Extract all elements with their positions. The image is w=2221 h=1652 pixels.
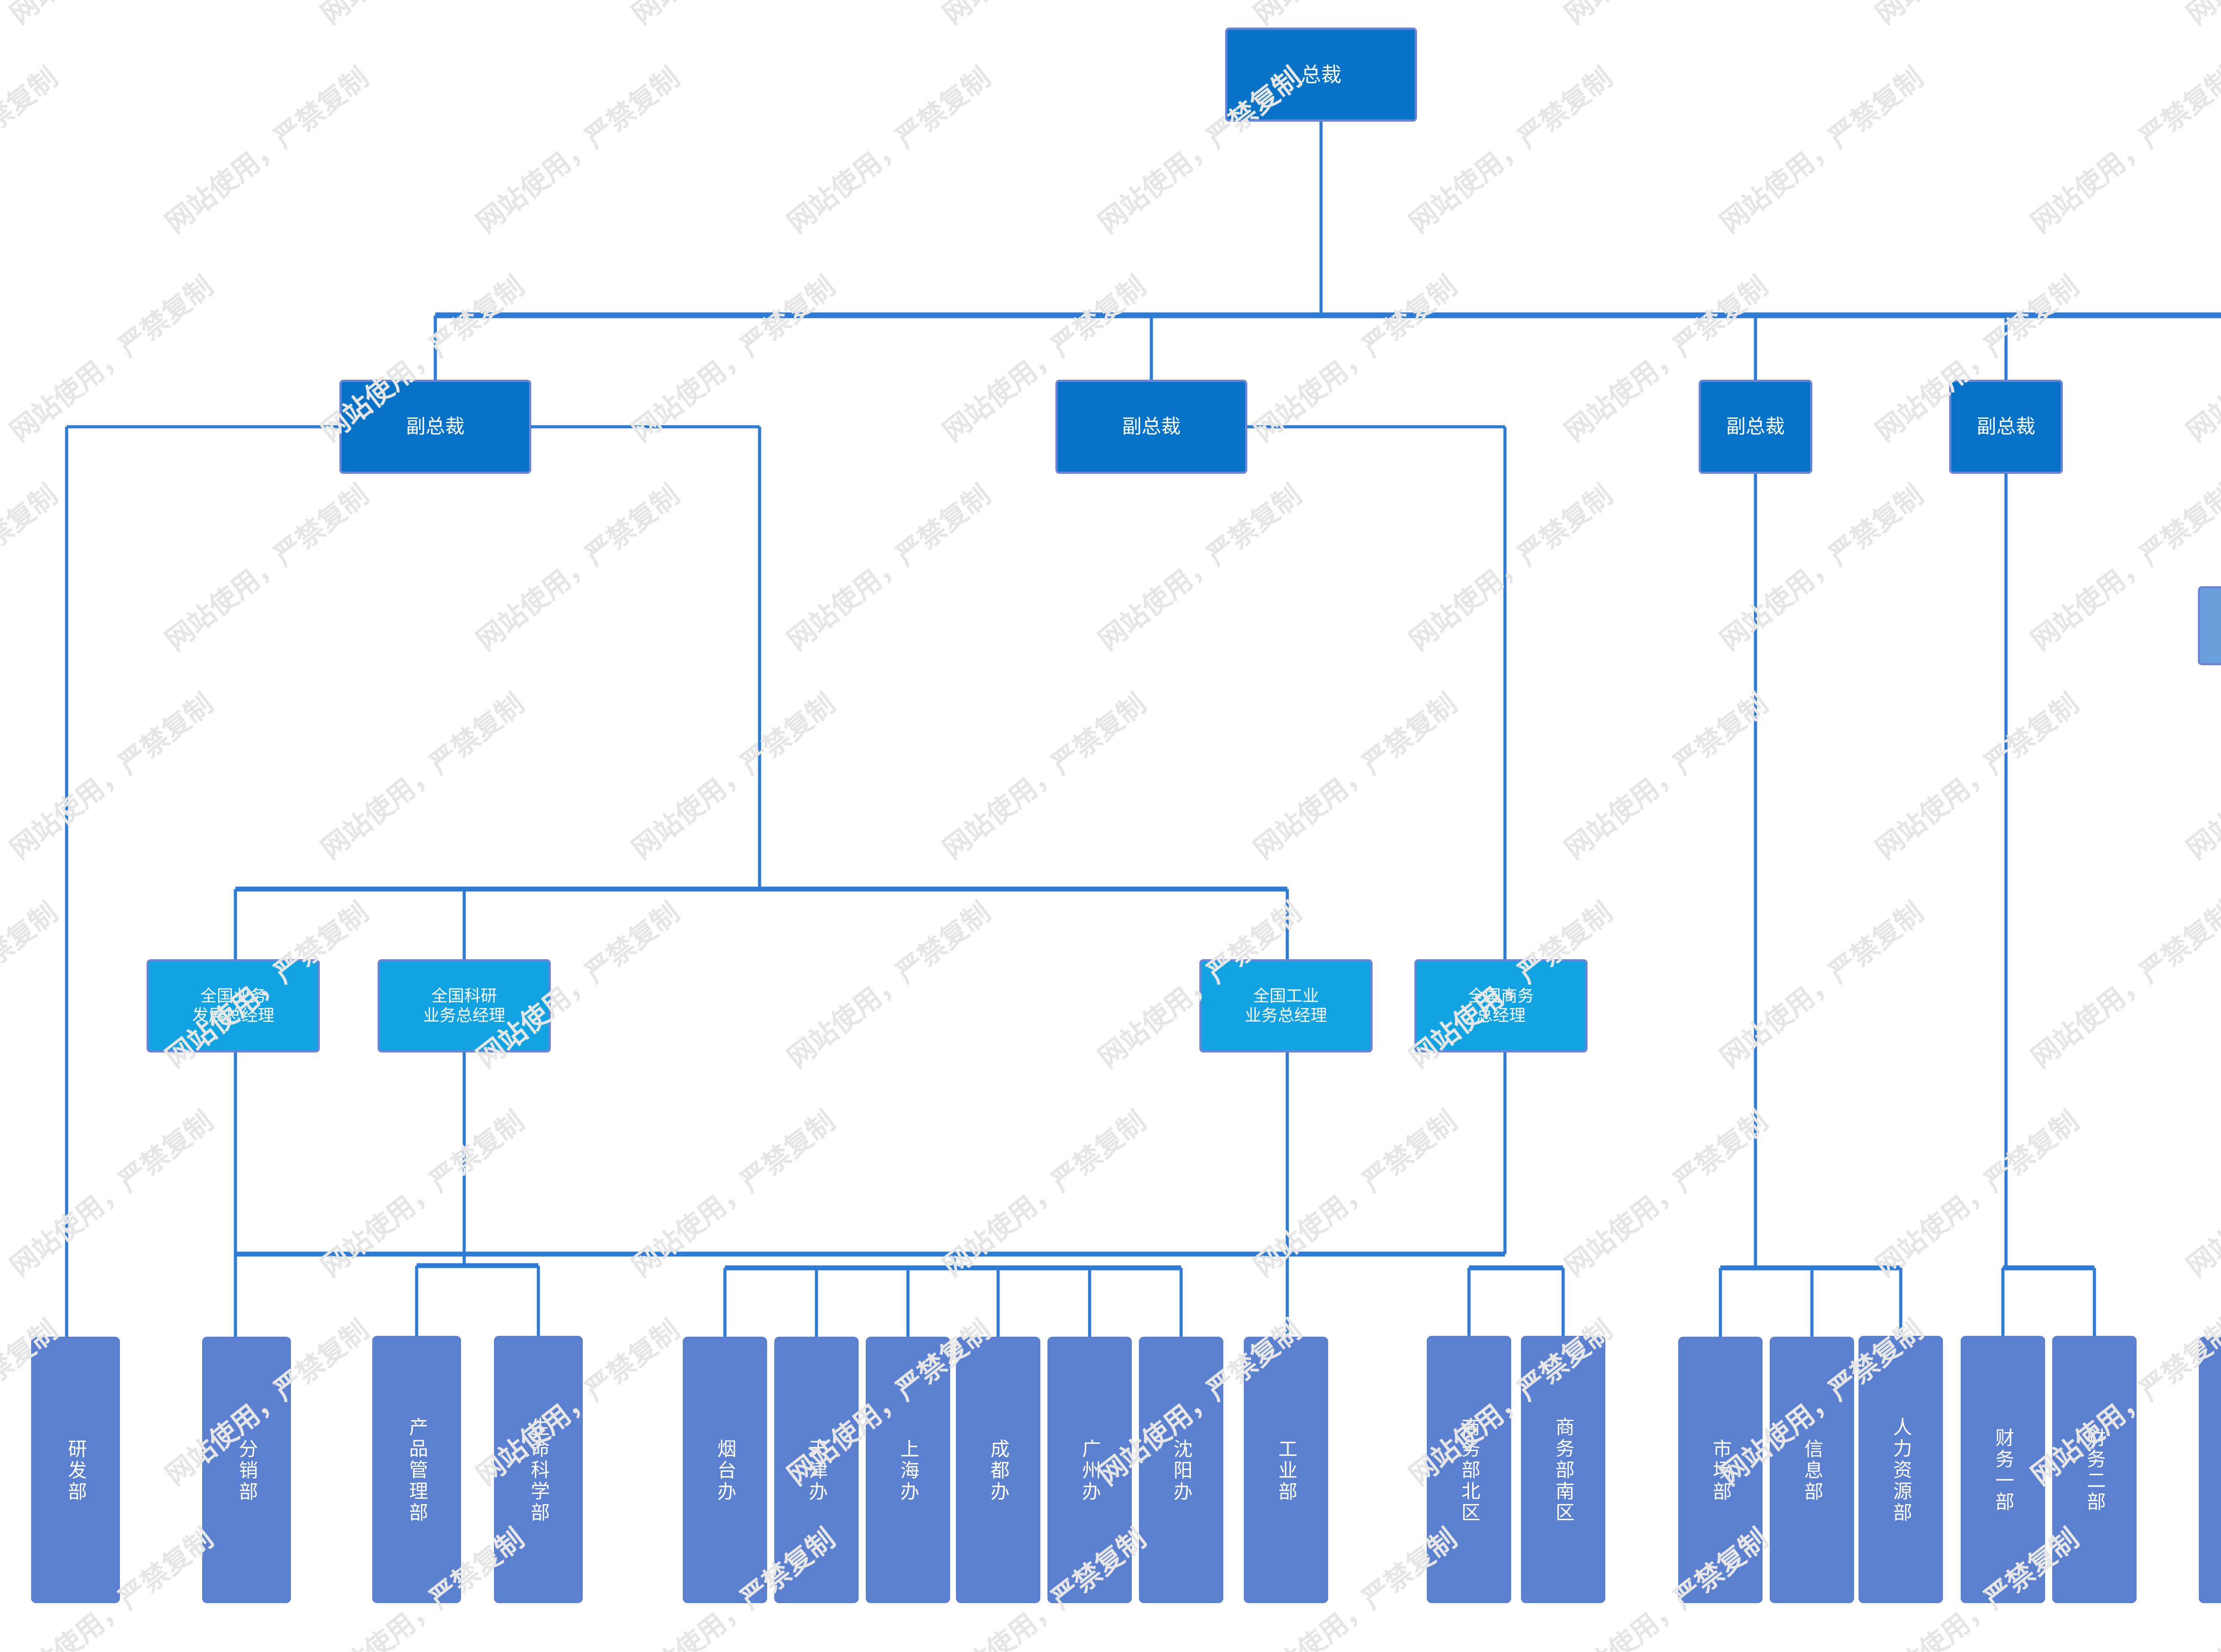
node-label: 财务一部 [1992,1428,2014,1513]
node-vp-2[interactable]: 副总裁 [1055,380,1247,474]
node-department-chengdu[interactable]: 成都办 [956,1337,1040,1603]
node-department-rd[interactable]: 研发部 [31,1337,120,1603]
node-label: 工业部 [1275,1439,1298,1503]
node-department-fin1[interactable]: 财务一部 [1961,1336,2045,1603]
node-department-fin2[interactable]: 财务二部 [2052,1336,2137,1603]
node-president-assistant[interactable]: 总裁助理 [2198,586,2221,665]
node-department-office[interactable]: 办公室 [2199,1337,2221,1603]
node-gm-industrial[interactable]: 全国工业业务总经理 [1199,959,1373,1052]
node-department-shanghai[interactable]: 上海办 [866,1337,950,1603]
node-label: 财务二部 [2083,1428,2106,1513]
node-department-prodmgmt[interactable]: 产品管理部 [372,1336,461,1603]
node-label: 生命科学部 [527,1417,550,1524]
node-label: 副总裁 [1726,415,1785,438]
node-label: 研发部 [64,1439,87,1503]
node-label: 全国商务总经理 [1468,986,1534,1025]
node-label: 总裁 [1301,62,1341,87]
node-label: 产品管理部 [406,1417,428,1524]
node-department-hr[interactable]: 人力资源部 [1859,1336,1943,1603]
node-department-info[interactable]: 信息部 [1770,1337,1854,1603]
node-gm-research[interactable]: 全国科研业务总经理 [378,959,551,1052]
node-label: 市场部 [1709,1439,1732,1503]
node-ceo[interactable]: 总裁 [1225,28,1417,122]
node-vp-3[interactable]: 副总裁 [1699,380,1812,474]
node-department-bizNorth[interactable]: 商务部北区 [1427,1336,1511,1603]
node-gm-business-development[interactable]: 全国业务发展总经理 [147,959,320,1052]
node-department-bizSouth[interactable]: 商务部南区 [1521,1336,1605,1603]
node-department-tianjin[interactable]: 天津办 [774,1337,859,1603]
node-department-guangzhou[interactable]: 广州办 [1047,1337,1132,1603]
node-label: 沈阳办 [1170,1439,1193,1503]
node-department-dist[interactable]: 分销部 [202,1337,291,1603]
node-label: 全国科研业务总经理 [423,986,505,1025]
node-vp-1[interactable]: 副总裁 [339,380,531,474]
node-label: 广州办 [1079,1439,1101,1503]
node-department-yantai[interactable]: 烟台办 [683,1337,767,1603]
node-label: 副总裁 [1977,415,2035,438]
node-department-industry[interactable]: 工业部 [1244,1337,1328,1603]
node-label: 烟台办 [714,1439,736,1503]
node-vp-4[interactable]: 副总裁 [1949,380,2063,474]
node-label: 全国业务发展总经理 [192,986,275,1025]
node-label: 天津办 [805,1439,828,1503]
node-label: 商务部北区 [1458,1417,1481,1524]
node-label: 分销部 [235,1439,258,1503]
node-department-market[interactable]: 市场部 [1678,1337,1763,1603]
node-gm-commerce[interactable]: 全国商务总经理 [1414,959,1588,1052]
node-label: 商务部南区 [1552,1417,1575,1524]
node-department-lifesci[interactable]: 生命科学部 [494,1336,583,1603]
node-label: 上海办 [897,1439,919,1503]
node-department-shenyang[interactable]: 沈阳办 [1139,1337,1223,1603]
node-label: 成都办 [987,1439,1010,1503]
node-label: 人力资源部 [1890,1417,1912,1524]
node-label: 副总裁 [1122,415,1181,438]
node-label: 信息部 [1801,1439,1823,1503]
node-label: 全国工业业务总经理 [1245,986,1327,1025]
node-label: 副总裁 [406,415,465,438]
